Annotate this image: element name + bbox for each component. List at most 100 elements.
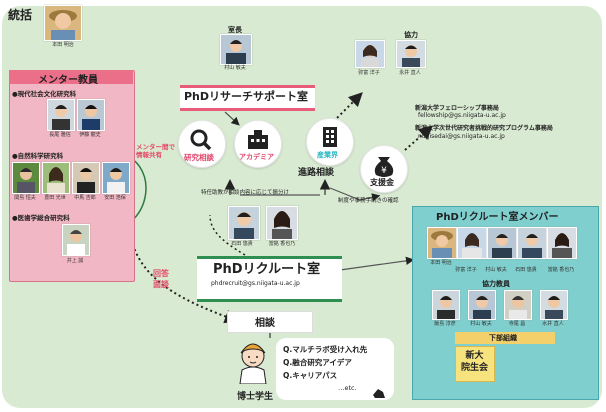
building-icon [323,127,337,147]
fellowship-email2: nu-jisedai@gs.niigata-u.ac.jp [418,133,505,140]
recruit-office-title: PhDリクルート室 [213,262,321,277]
mentor-photo-toyoda [42,162,70,194]
fellowship-line1: 新潟大学フェローシップ事務局 [415,105,499,112]
coop-name-4: 水井 直人 [542,321,564,327]
arrow-to-support-fund [329,187,381,202]
recruit-office-email: phdrecruit@gs.niigata-u.ac.jp [211,280,300,287]
circle-industry-label: 産業界 [317,151,338,159]
fellowship-line2: 新潟大学次世代研究者挑戦的研究プログラム事務局 [415,125,553,132]
circle-support-fund: ¥ [360,145,408,193]
circle-support-fund-label: 支援金 [370,178,394,187]
mentor-name-sekijima: 関島 恒夫 [14,195,36,201]
career-consult-label: 進路相談 [298,168,335,178]
circle-research-label: 研究相談 [184,153,214,162]
member-photo-yatomi [457,227,487,259]
mentor-name-toyoda: 豊田 光世 [44,195,66,201]
student-icon [239,343,267,385]
recruit-staff-name-2: 當銘 香也乃 [268,241,296,247]
system-note: 制度や事務手続きの確認 [338,198,399,204]
member-photo-honda [427,227,457,259]
mentor-photo-sekijima [12,162,40,194]
student-org-label: 新大 院生会 [461,351,489,373]
student-illustration [233,340,273,385]
mentor-photo-inoue [62,224,90,256]
cooperation-photo-1 [355,40,385,68]
mentor-name-nagao: 長尾 雅信 [49,132,71,138]
circle-academia [234,120,282,168]
recruit-staff-photo-2 [266,206,298,240]
office-head-name: 村山 敏夫 [224,65,246,71]
university-icon [248,130,268,149]
member-name-tome: 當銘 香也乃 [547,267,575,273]
dotted-to-fellowship [404,125,434,151]
magnifier-icon [190,129,212,151]
office-head-photo [220,34,252,65]
mentor-section-heading-3: ●医歯学総合研究科 [12,214,70,222]
members-title: PhDリクルート室メンバー [436,212,559,223]
supervisor-label: 統括 [8,8,33,22]
member-name-ishida: 石田 悠貴 [515,267,537,273]
member-photo-murayama [487,227,517,259]
distribute-note: 特任助教が相談内容に応じて振分け [201,190,290,196]
recruit-to-members-arrow [339,256,415,271]
office-head-label: 室長 [228,26,242,34]
coop-photo-3 [504,290,532,320]
mentor-photo-yasuda [102,162,130,194]
mentor-photo-chuma [72,162,100,194]
money-bag-icon: ¥ [374,157,394,177]
student-org-badge [455,346,495,382]
svg-text:¥: ¥ [381,166,387,176]
mentor-header-bar [9,70,133,84]
coop-photo-2 [468,290,496,320]
supervisor-photo [44,5,82,41]
dotted-to-cooperation [329,92,363,126]
coop-name-1: 飯島 淳彦 [434,321,456,327]
circle-research-consult [178,120,226,168]
bottom-org-bar [455,332,555,344]
supervisor-name: 本田 明治 [52,42,74,48]
coop-teachers-label: 協力教員 [482,280,510,288]
arrow-to-academia [224,111,240,126]
member-name-yatomi: 弥富 洋子 [455,267,477,273]
mentor-name-inoue: 井上 誠 [66,258,84,264]
question-etc: …etc. [338,384,357,392]
question-3: Q.キャリアパス [283,371,338,380]
mentor-section-heading-2: ●自然科学研究科 [12,152,64,160]
consultation-box [227,311,313,333]
recruit-staff-name-1: 石田 悠貴 [231,241,253,247]
coop-photo-1 [432,290,460,320]
question-bubble [276,338,394,400]
student-label: 博士学生 [237,392,274,402]
cooperation-name-1: 弥富 洋子 [358,70,380,76]
coop-photo-4 [540,290,568,320]
member-name-honda: 本田 明治 [430,260,452,266]
mentor-section-heading-1: ●現代社会文化研究科 [12,90,77,98]
mentor-name-yasuda: 安田 浩保 [104,195,126,201]
member-photo-tome [547,227,577,259]
coop-name-3: 寺尾 昌 [508,321,526,327]
info-share-label: メンター間で 情報共有 [136,143,175,159]
cooperation-name-2: 永井 直人 [399,70,421,76]
circle-industry [306,118,354,166]
member-photo-ishida [517,227,547,259]
mentor-name-chuma: 中馬 吉郎 [74,195,96,201]
mentor-photo-ito [77,99,105,131]
bottom-org-label: 下部組織 [489,334,517,342]
mentor-name-ito: 伊藤 龍史 [79,132,101,138]
question-1: Q.マルチラボ受け入れ先 [283,345,368,354]
mentor-title: メンター教員 [38,75,98,86]
coop-name-2: 村山 敏夫 [470,321,492,327]
cooperation-label: 協力 [404,31,418,39]
consultation-label: 相談 [255,318,275,329]
recruit-up-dotted [209,214,246,256]
support-office-title: PhDリサーチサポート室 [184,90,309,103]
fellowship-email1: fellowship@gs.niigata-u.ac.jp [418,112,506,119]
recruit-staff-photo-1 [228,206,260,240]
answer-meeting-label: 回答 面談 [153,269,169,289]
recruit-office-box [197,256,342,302]
support-office-box [180,85,315,111]
circle-academia-label: アカデミア [239,153,274,161]
question-2: Q.融合研究アイデア [283,358,352,367]
cooperation-photo-2 [396,40,426,68]
